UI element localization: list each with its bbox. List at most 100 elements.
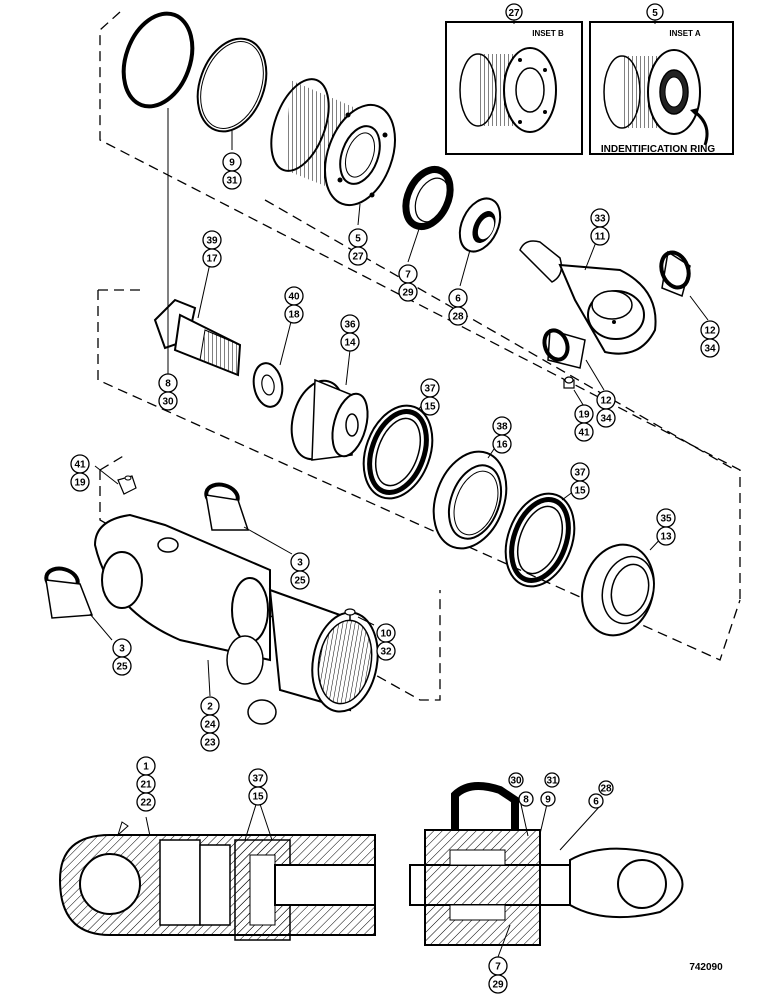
callout-circle [398, 282, 418, 302]
callout-c-9-31: 9 31 [222, 152, 242, 190]
inset-a: INSET A INDENTIFICATION RING [589, 21, 734, 155]
callout-bubbles: 8309315277296283311123412343917401836143… [70, 152, 720, 994]
callout-c-6-28: 628 [448, 288, 468, 326]
callout-number: 34 [704, 344, 716, 355]
bushing-12-a [659, 250, 691, 298]
callout-number: 8 [165, 379, 171, 390]
assembly-cross-section [58, 782, 684, 946]
callout-number: 6 [455, 294, 461, 305]
callout-number: 19 [578, 410, 590, 421]
callout-circle [284, 304, 304, 324]
callout-number: 14 [344, 338, 356, 349]
callout-circle [70, 472, 90, 492]
callout-circle [544, 772, 560, 788]
callout-c-31: 31 [544, 772, 560, 788]
callout-number: 37 [574, 468, 586, 479]
callout-circle [222, 170, 242, 190]
callout-number: 25 [116, 662, 128, 673]
screw-10 [344, 608, 356, 621]
callout-number: 6 [593, 797, 599, 808]
callout-number: 3 [297, 558, 303, 569]
inset-a-title: INSET A [669, 29, 700, 38]
callout-number: 30 [162, 397, 174, 408]
callout-circle [540, 791, 556, 807]
callout-number: 32 [380, 647, 392, 658]
inset-b-number: 27 [508, 8, 520, 19]
bushing-12-b [542, 328, 586, 369]
callout-number: 9 [229, 158, 235, 169]
callout-circle [136, 792, 156, 812]
callout-circle [340, 332, 360, 352]
o-ring-8 [121, 11, 195, 109]
callout-circle [202, 248, 222, 268]
callout-number: 28 [600, 784, 612, 795]
callout-circle [588, 793, 604, 809]
callout-c-37-15-a: 37 15 [420, 378, 440, 416]
callout-number: 2 [207, 702, 213, 713]
callout-circle [700, 338, 720, 358]
callout-number: 3 [119, 644, 125, 655]
bearing-38 [432, 450, 508, 550]
callout-number: 39 [206, 236, 218, 247]
bushing-3-a [204, 482, 250, 531]
callout-number: 29 [402, 288, 414, 299]
callout-c-3-25-b: 3 25 [112, 638, 132, 676]
callout-number: 9 [545, 795, 551, 806]
callout-number: 31 [226, 176, 238, 187]
callout-number: 7 [405, 270, 411, 281]
callout-circle [492, 434, 512, 454]
callout-circle [248, 786, 268, 806]
callout-number: 1 [143, 762, 149, 773]
callout-circle [508, 772, 524, 788]
wiper-seal-6 [458, 197, 502, 253]
callout-circle [488, 974, 508, 994]
callout-circle [112, 656, 132, 676]
callout-circle [158, 391, 178, 411]
callout-number: 29 [492, 980, 504, 991]
callout-c-6: 6 [588, 793, 604, 809]
callout-c-5-27: 527 [348, 228, 368, 266]
callout-c-7-29-b: 729 [488, 956, 508, 994]
callout-c-3-25-a: 325 [290, 552, 310, 590]
callout-c-8-30: 8 30 [158, 373, 178, 411]
piston-5 [270, 78, 396, 207]
callout-circle [200, 732, 220, 752]
callout-circle [574, 422, 594, 442]
callout-number: 15 [252, 792, 264, 803]
callout-number: 37 [252, 774, 264, 785]
grease-fitting-19-b [117, 475, 137, 495]
callout-number: 23 [204, 738, 216, 749]
seal-7 [402, 166, 454, 230]
callout-number: 31 [546, 776, 558, 787]
callout-number: 41 [578, 428, 590, 439]
seal-37-a [362, 404, 434, 500]
callout-circle [348, 246, 368, 266]
bushing-3-b [44, 566, 94, 619]
callout-number: 30 [510, 776, 522, 787]
inset-a-callout: 5 [646, 3, 664, 24]
callout-circle [656, 526, 676, 546]
barrel-2 [93, 513, 379, 725]
callout-circle [448, 306, 468, 326]
callout-c-37-15-c: 37 15 [248, 768, 268, 806]
dashed-group-outlines [97, 11, 741, 701]
callout-circle [598, 780, 614, 796]
callout-circle [376, 641, 396, 661]
callout-circle [518, 791, 534, 807]
callout-number: 37 [424, 384, 436, 395]
callout-number: 15 [424, 402, 436, 413]
bolt-39 [153, 298, 242, 377]
callout-c-30: 30 [508, 772, 524, 788]
grease-fitting-19-a [563, 376, 575, 389]
callout-number: 40 [288, 292, 300, 303]
callout-circle [590, 226, 610, 246]
callout-number: 11 [595, 232, 606, 243]
